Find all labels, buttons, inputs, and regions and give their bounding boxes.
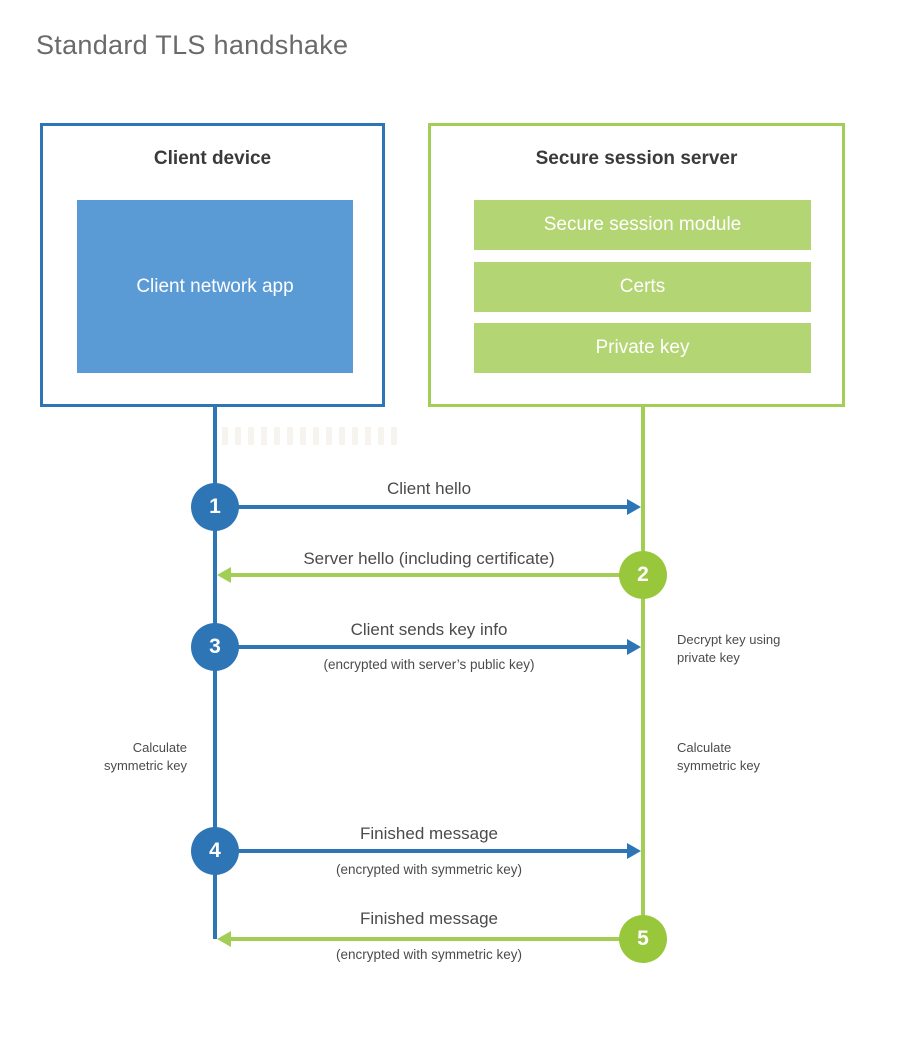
arrow-head-right-icon — [627, 843, 641, 859]
step-2-label: Server hello (including certificate) — [303, 549, 555, 568]
arrow-shaft — [217, 849, 627, 853]
note-calc-right-line2: symmetric key — [677, 757, 761, 773]
note-calculate-symmetric-key-server: Calculate symmetric key — [677, 739, 760, 774]
step-5-label: Finished message — [360, 909, 498, 928]
client-lifeline — [213, 405, 217, 939]
step-1-circle: 1 — [191, 483, 239, 531]
secure-session-server-box: Secure session server Secure session mod… — [428, 123, 845, 407]
step-4-sublabel: (encrypted with symmetric key) — [335, 862, 523, 877]
page-title: Standard TLS handshake — [36, 30, 349, 60]
step-3-label: Client sends key info — [350, 620, 508, 639]
note-calc-right-line1: Calculate — [677, 740, 732, 755]
client-network-app-label: Client network app — [136, 275, 294, 297]
client-device-box: Client device Client network app — [40, 123, 385, 407]
step-3-sublabel: (encrypted with server’s public key) — [323, 657, 535, 672]
arrow-head-right-icon — [627, 639, 641, 655]
step-5-number: 5 — [637, 927, 649, 950]
step-5-sublabel: (encrypted with symmetric key) — [335, 947, 523, 962]
secure-session-server-title: Secure session server — [535, 148, 738, 169]
step-2-circle: 2 — [619, 551, 667, 599]
arrow-shaft — [217, 645, 627, 649]
step-1-label: Client hello — [386, 479, 472, 498]
server-module-private-key: Private key — [474, 323, 811, 373]
step-4-number: 4 — [209, 839, 221, 862]
client-network-app-block: Client network app — [77, 200, 353, 373]
arrow-head-left-icon — [217, 567, 231, 583]
step-4-label: Finished message — [360, 824, 498, 843]
arrow-head-left-icon — [217, 931, 231, 947]
step-4-circle: 4 — [191, 827, 239, 875]
server-module-certs: Certs — [474, 262, 811, 312]
client-device-title: Client device — [153, 148, 272, 169]
server-lifeline — [641, 405, 645, 939]
step-3-circle: 3 — [191, 623, 239, 671]
note-decrypt-line2: private key — [677, 649, 740, 665]
step-2-number: 2 — [637, 563, 649, 586]
arrow-shaft — [231, 937, 641, 941]
note-calc-left-line2: symmetric key — [103, 757, 187, 773]
step-3-number: 3 — [209, 635, 221, 658]
note-decrypt-line1: Decrypt key using — [677, 632, 781, 647]
note-calculate-symmetric-key-client: Calculate symmetric key — [30, 739, 187, 774]
note-calc-left-line1: Calculate — [132, 740, 187, 755]
server-module-secure-session: Secure session module — [474, 200, 811, 250]
note-decrypt-key: Decrypt key using private key — [677, 631, 780, 666]
step-5-circle: 5 — [619, 915, 667, 963]
arrow-shaft — [217, 505, 627, 509]
step-1-number: 1 — [209, 495, 221, 518]
faded-text-artifact — [222, 427, 398, 445]
arrow-head-right-icon — [627, 499, 641, 515]
arrow-shaft — [231, 573, 641, 577]
